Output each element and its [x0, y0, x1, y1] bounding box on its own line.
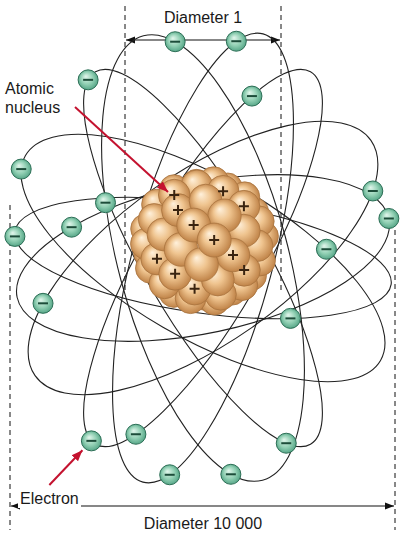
electron [81, 431, 101, 451]
extension-line [281, 6, 282, 290]
electron [280, 308, 300, 328]
electron [226, 31, 246, 51]
part-label: Atomic nucleus [3, 79, 71, 117]
proton-charge-symbol [228, 250, 238, 260]
electron-charge-symbol [67, 226, 77, 228]
orbits [0, 14, 405, 502]
orbit-ellipse [61, 14, 344, 502]
electron-ball [95, 193, 115, 213]
electron-ball [276, 433, 296, 453]
dimension-label: Diameter 10 000 [142, 514, 264, 533]
electron-ball [126, 424, 146, 444]
electron [379, 208, 399, 228]
orbit-ellipse [7, 177, 399, 339]
proton-charge-symbol [239, 201, 249, 211]
electron-charge-symbol [231, 40, 241, 42]
electron [95, 193, 115, 213]
electron-ball [280, 308, 300, 328]
electron [242, 86, 262, 106]
electron-ball [81, 431, 101, 451]
electron-charge-symbol [285, 317, 295, 319]
leader-arrow [49, 450, 82, 485]
electron-charge-symbol [226, 473, 236, 475]
electron-charge-symbol [170, 41, 180, 43]
electron-ball [363, 181, 383, 201]
electron-charge-symbol [10, 235, 20, 237]
part-label: Electron [18, 489, 81, 508]
orbit-ellipse [2, 145, 405, 371]
electron [5, 226, 25, 246]
electron [165, 32, 185, 52]
dimension-arrow [126, 39, 280, 40]
electron-charge-symbol [368, 190, 378, 192]
electron-charge-symbol [384, 217, 394, 219]
electron-ball [78, 70, 98, 90]
electron-ball [316, 239, 336, 259]
electron [126, 424, 146, 444]
electron-ball [379, 208, 399, 228]
orbit-ellipse [44, 42, 363, 474]
electron-charge-symbol [321, 248, 331, 250]
electron-ball [242, 86, 262, 106]
extension-line [10, 205, 11, 530]
electron [221, 464, 241, 484]
electron-charge-symbol [86, 440, 96, 442]
electron-ball [226, 31, 246, 51]
electron-ball [33, 293, 53, 313]
dimension-label: Diameter 1 [162, 8, 244, 27]
proton-charge-symbol [173, 205, 183, 215]
proton-charge-symbol [218, 186, 228, 196]
nucleus [131, 167, 279, 315]
electron-ball [11, 159, 31, 179]
electron-charge-symbol [131, 433, 141, 435]
orbit-ellipse [44, 42, 363, 474]
leader-lines [49, 107, 168, 485]
electron-ball [160, 465, 180, 485]
proton-charge-symbol [209, 235, 219, 245]
electron-ball [62, 217, 82, 237]
electron [363, 181, 383, 201]
electron-ball [5, 226, 25, 246]
leader-arrow [75, 107, 168, 192]
proton-charge-symbol [170, 269, 180, 279]
proton-charge-symbol [152, 254, 162, 264]
electron-ball [221, 464, 241, 484]
orbit-ellipse [75, 16, 330, 500]
electron-ball [165, 32, 185, 52]
electron [11, 159, 31, 179]
electron [316, 239, 336, 259]
proton-charge-symbol [190, 284, 200, 294]
proton-charge-symbol [239, 265, 249, 275]
proton-charge-symbol [169, 190, 179, 200]
electron [62, 217, 82, 237]
electron-charge-symbol [281, 442, 291, 444]
electron-charge-symbol [165, 474, 175, 476]
electron-charge-symbol [83, 79, 93, 81]
electron-charge-symbol [38, 302, 48, 304]
electron-charge-symbol [247, 95, 257, 97]
nucleon-sphere [197, 223, 231, 257]
electron [276, 433, 296, 453]
electron [78, 70, 98, 90]
orbit-ellipse [0, 71, 405, 445]
orbit-ellipse [0, 86, 405, 430]
proton-charge-symbol [189, 220, 199, 230]
electron [160, 465, 180, 485]
electron [33, 293, 53, 313]
extension-line [395, 212, 396, 530]
electron-charge-symbol [16, 168, 26, 170]
electron-charge-symbol [100, 202, 110, 204]
